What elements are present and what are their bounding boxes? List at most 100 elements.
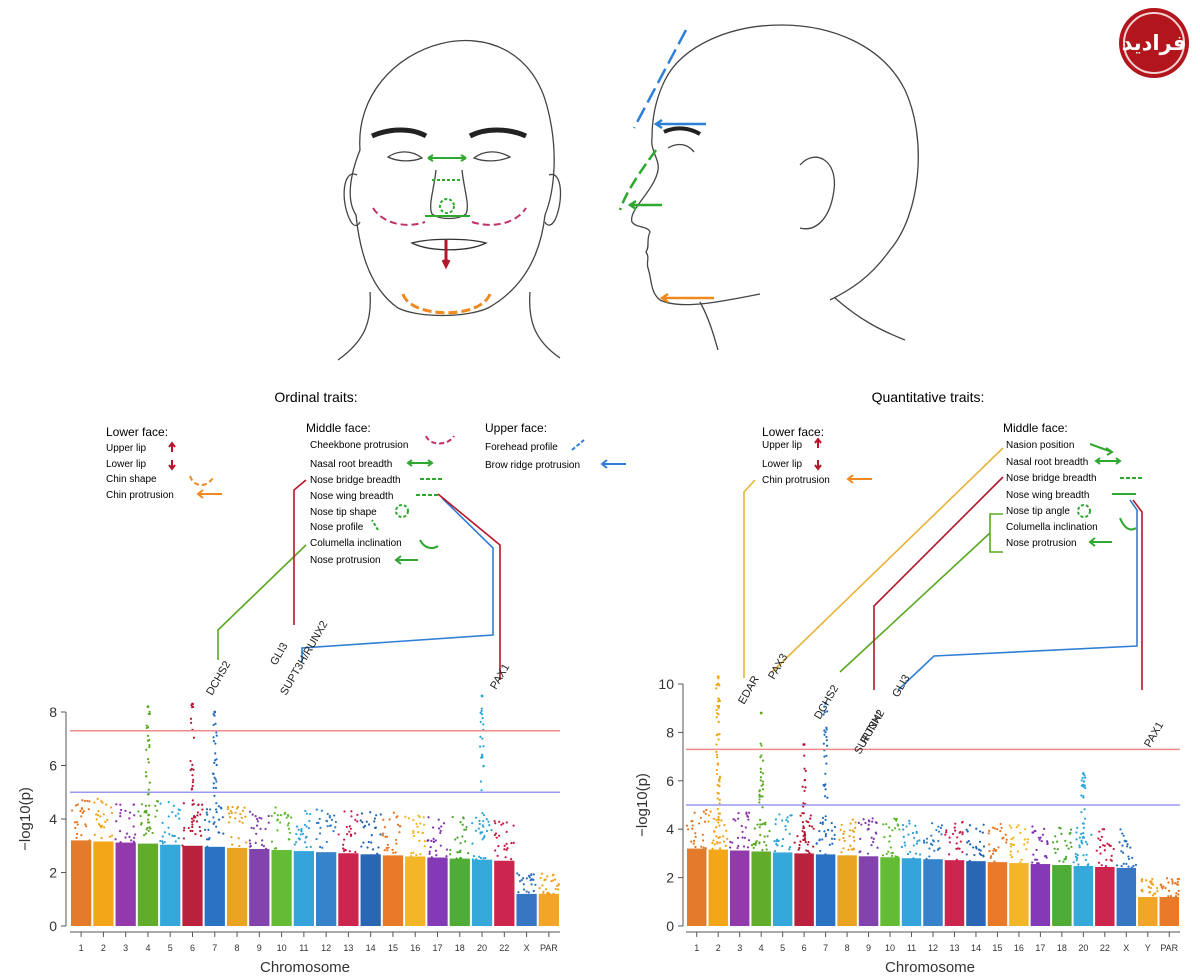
snp-point — [140, 823, 143, 826]
quantitative-middle-item: Columella inclination — [1006, 522, 1098, 533]
snp-point — [178, 809, 181, 812]
snp-point — [1123, 839, 1126, 842]
peak-point — [189, 759, 192, 763]
x-tick-label: 9 — [866, 943, 871, 953]
snp-point — [1069, 828, 1073, 831]
site-logo[interactable]: فرادید — [1119, 8, 1189, 78]
snp-point — [1058, 859, 1061, 863]
snp-point — [554, 887, 557, 891]
snp-point — [1069, 831, 1072, 835]
chromosome-band — [160, 844, 181, 926]
ordinal-connectors — [217, 479, 501, 680]
snp-point — [276, 829, 279, 832]
snp-point — [1127, 857, 1131, 861]
snp-point — [348, 850, 351, 853]
snp-point — [512, 841, 515, 844]
peak-point — [801, 785, 804, 788]
snp-point — [231, 805, 234, 809]
snp-point — [93, 833, 96, 836]
snp-point — [773, 840, 776, 843]
peak-point — [146, 734, 150, 737]
snp-point — [731, 841, 734, 844]
peak-point — [148, 743, 151, 747]
snp-point — [300, 829, 303, 832]
snp-point — [198, 825, 201, 829]
snp-point — [304, 841, 307, 844]
snp-point — [360, 845, 363, 848]
peak-point — [1080, 779, 1083, 782]
snp-point — [182, 829, 186, 832]
snp-point — [821, 822, 824, 825]
snp-point — [781, 844, 784, 848]
peak-point — [803, 779, 806, 782]
x-tick-label: PAR — [1160, 943, 1178, 953]
snp-point — [703, 820, 707, 823]
snp-point — [1120, 850, 1123, 853]
quantitative-middle-item: Nose protrusion — [1006, 538, 1077, 549]
snp-point — [439, 844, 442, 847]
snp-point — [891, 829, 894, 832]
snp-point — [467, 852, 470, 855]
peak-point — [801, 829, 804, 833]
gene-label: DCHS2 — [812, 683, 841, 721]
snp-point — [108, 835, 111, 838]
snp-point — [344, 849, 347, 852]
snp-point — [1070, 845, 1073, 848]
snp-point — [799, 840, 802, 843]
peak-point — [759, 776, 763, 779]
snp-point — [999, 829, 1002, 833]
x-tick-label: 11 — [299, 943, 308, 953]
snp-point — [951, 832, 955, 836]
quantitative-legend-icons — [814, 437, 1144, 547]
snp-point — [1122, 834, 1125, 837]
snp-point — [778, 813, 781, 816]
snp-point — [759, 818, 762, 821]
snp-point — [1065, 844, 1068, 847]
peak-point — [825, 754, 828, 757]
snp-point — [115, 820, 118, 823]
snp-point — [736, 846, 739, 850]
x-tick-label: 16 — [1014, 943, 1024, 953]
side-trait-markers — [618, 29, 714, 304]
snp-point — [187, 826, 190, 830]
snp-point — [154, 815, 157, 818]
snp-point — [1169, 894, 1173, 898]
snp-point — [370, 834, 373, 837]
peak-point — [715, 768, 718, 772]
snp-point — [449, 848, 452, 852]
snp-point — [527, 874, 531, 877]
peak-point — [716, 712, 719, 715]
snp-point — [350, 815, 353, 818]
snp-point — [870, 836, 873, 839]
snp-point — [167, 826, 170, 829]
snp-point — [287, 814, 290, 818]
snp-point — [888, 835, 892, 838]
snp-point — [842, 847, 845, 850]
snp-point — [1024, 828, 1027, 831]
ordinal-upper-item: Brow ridge protrusion — [485, 460, 580, 471]
snp-point — [736, 836, 740, 840]
snp-point — [391, 848, 394, 851]
snp-point — [79, 810, 82, 813]
snp-point — [889, 846, 892, 849]
snp-point — [504, 856, 507, 859]
snp-point — [969, 843, 972, 846]
snp-point — [1085, 853, 1088, 856]
snp-point — [991, 852, 995, 855]
snp-point — [482, 836, 486, 839]
peak-point — [825, 728, 828, 731]
snp-point — [1125, 845, 1129, 848]
nose-protrusion-marker — [627, 199, 662, 211]
snp-point — [705, 808, 708, 811]
snp-point — [874, 831, 877, 834]
peak-top-point — [480, 694, 484, 698]
snp-point — [494, 822, 497, 825]
snp-point — [961, 831, 964, 834]
snp-point — [370, 841, 373, 844]
snp-point — [95, 818, 98, 821]
snp-point — [992, 849, 995, 852]
y-tick-label: 6 — [49, 758, 57, 774]
quantitative-title: Quantitative traits: — [872, 389, 985, 405]
snp-point — [168, 833, 171, 836]
snp-point — [1109, 844, 1112, 848]
